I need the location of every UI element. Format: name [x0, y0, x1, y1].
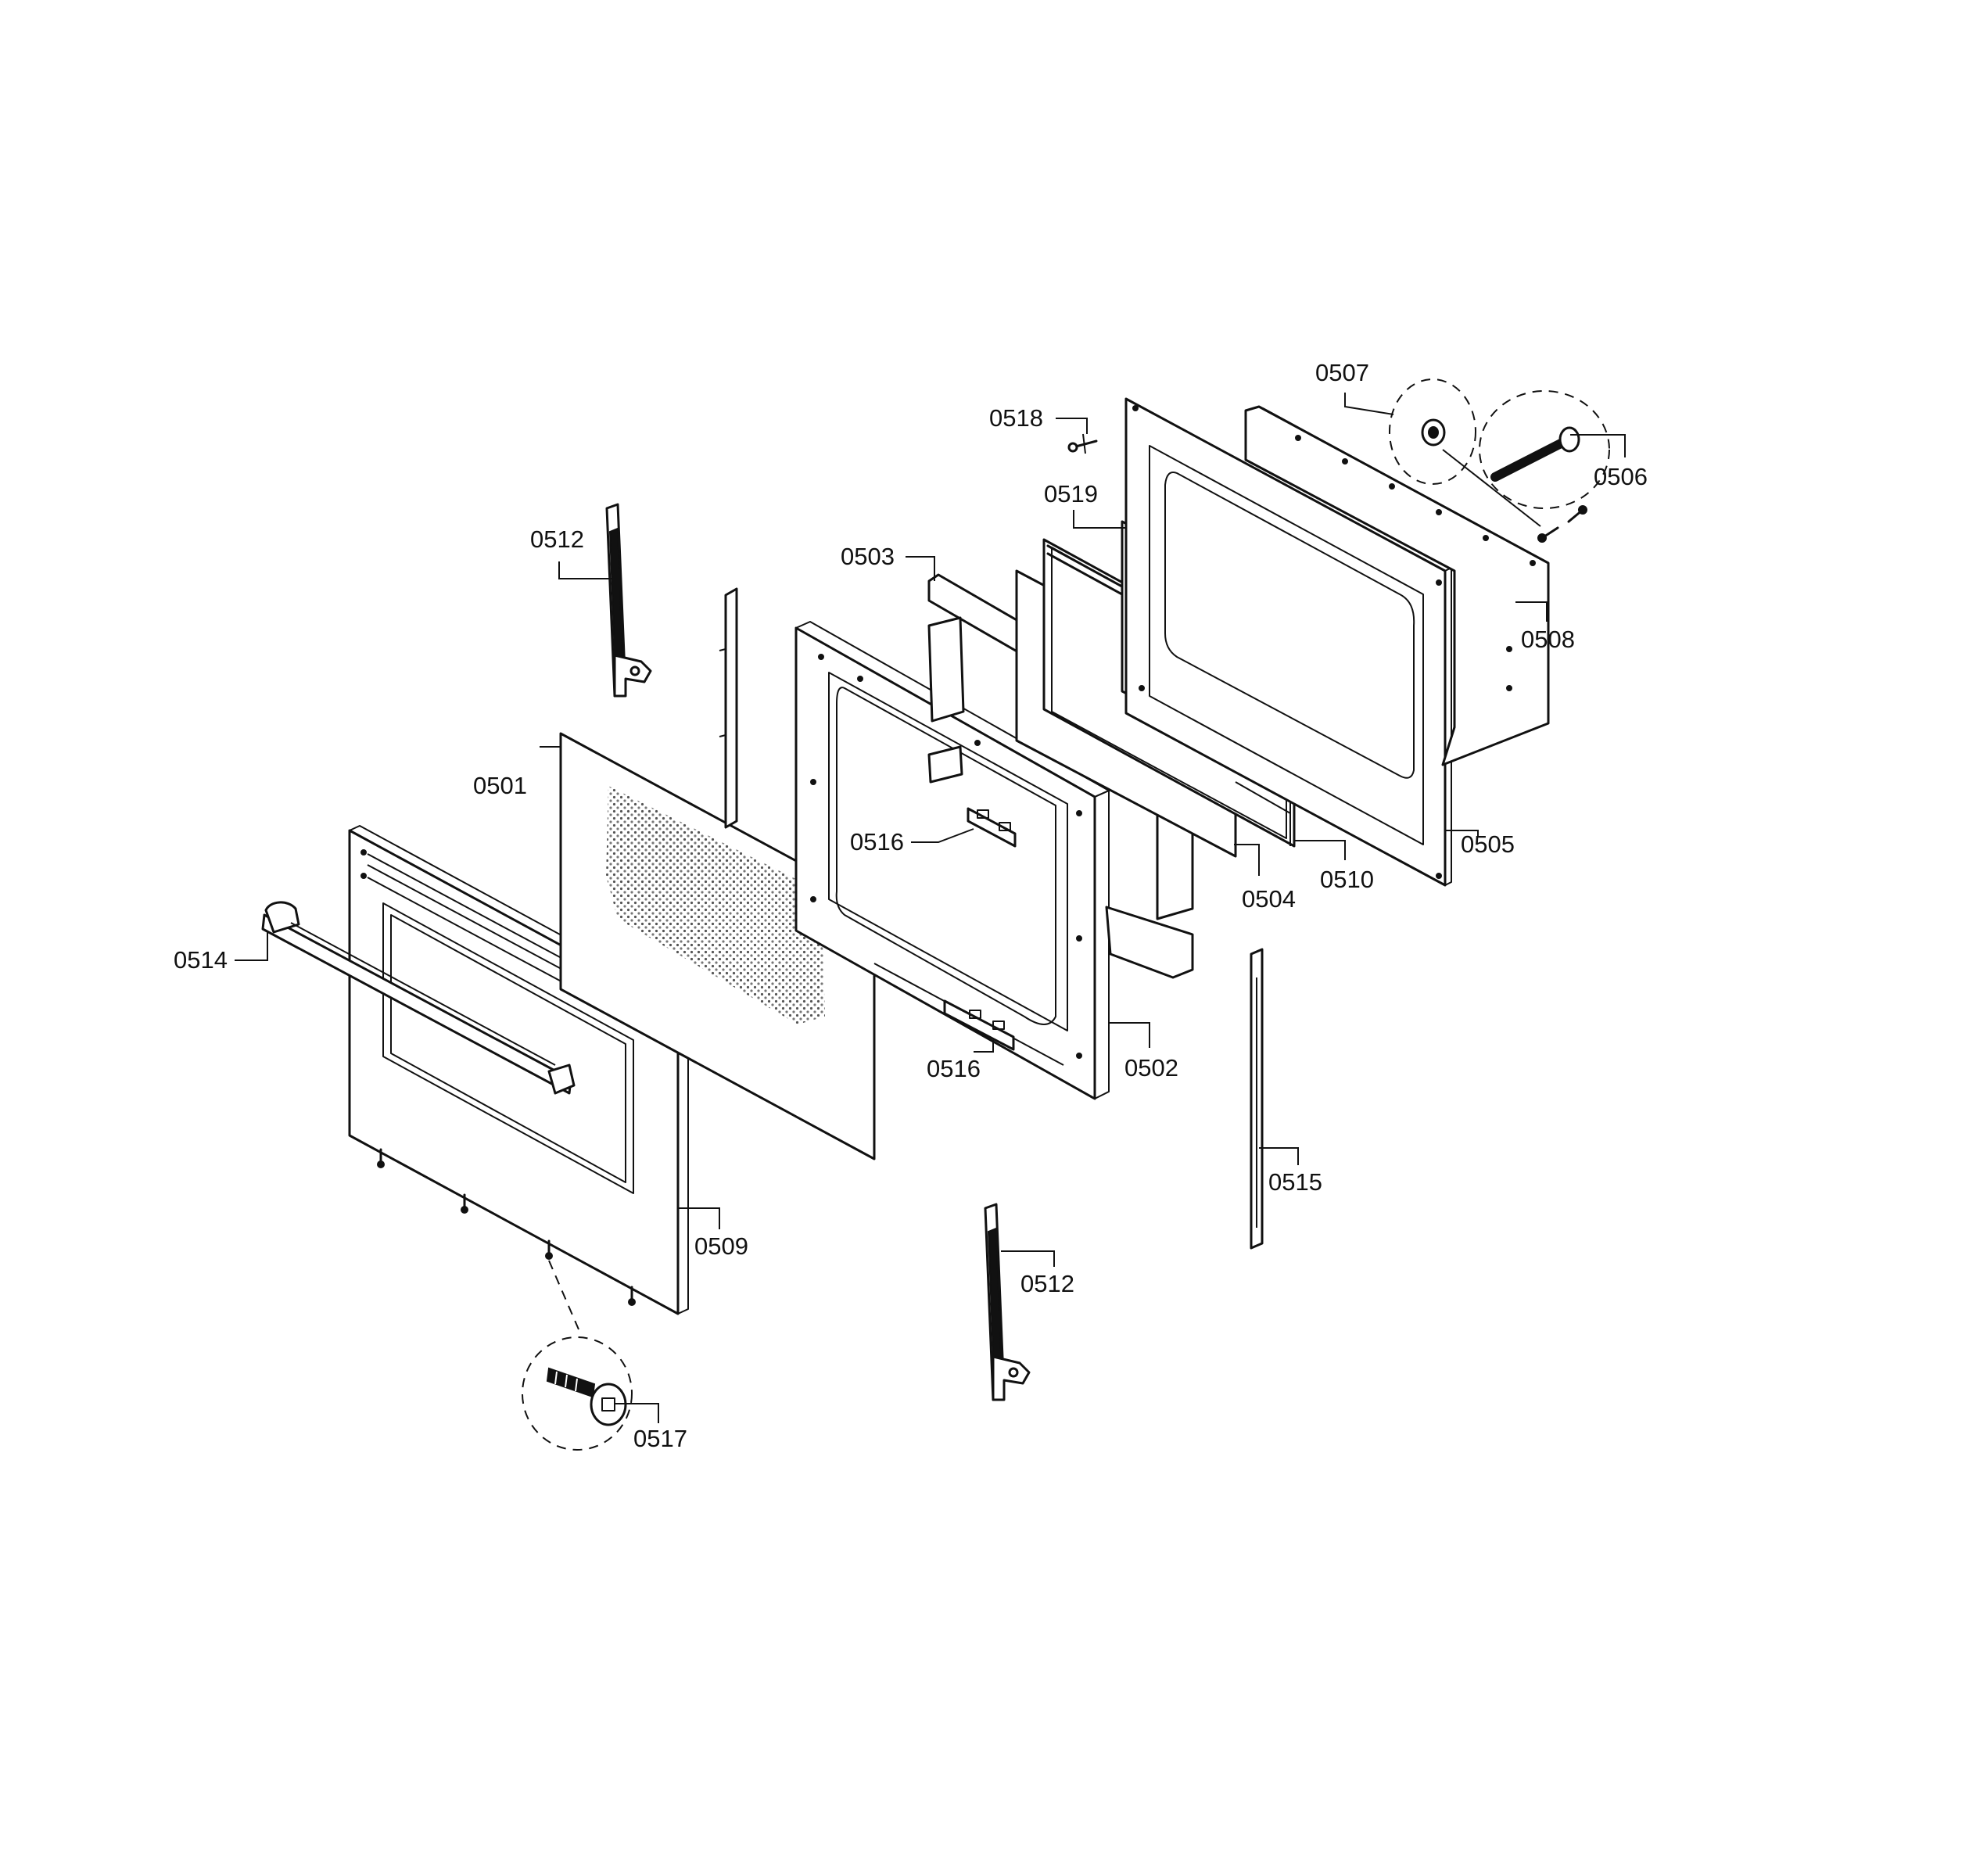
label-0501: 0501	[473, 772, 527, 799]
label-0503: 0503	[841, 543, 895, 570]
label-0508: 0508	[1521, 626, 1575, 653]
hinge-clip-0516-lower	[943, 999, 1015, 1051]
bottom-screw	[377, 1148, 385, 1168]
screw-detail-0517	[522, 1260, 633, 1451]
inner-door-liner-0505	[1124, 397, 1452, 887]
bottom-screw	[628, 1286, 636, 1306]
label-0519: 0519	[1044, 480, 1098, 508]
label-0507: 0507	[1315, 359, 1369, 386]
label-0502: 0502	[1124, 1054, 1178, 1081]
door-hinge-0512-top	[605, 503, 652, 698]
washer-detail-0507	[1389, 378, 1541, 527]
label-0512-top: 0512	[530, 525, 584, 553]
label-0512-bottom: 0512	[1020, 1270, 1074, 1297]
label-0516-upper: 0516	[850, 828, 904, 855]
label-0517: 0517	[633, 1425, 687, 1452]
outer-glass-0501	[559, 732, 876, 1160]
label-0505: 0505	[1461, 830, 1515, 858]
bottom-screw	[461, 1193, 468, 1214]
label-0516-lower: 0516	[927, 1055, 981, 1082]
side-strip-0515	[1250, 948, 1264, 1250]
side-trim-strip	[719, 587, 738, 829]
bolt-detail-0506	[1479, 390, 1610, 509]
back-panel-0508	[1244, 405, 1550, 766]
bottom-screw	[545, 1239, 553, 1260]
back-panel-screws	[1537, 505, 1587, 543]
part-labels: 0501 0502 0503 0504 0505 0506 0507 0508 …	[174, 359, 1648, 1452]
label-0515: 0515	[1268, 1168, 1322, 1196]
leader-lines	[235, 393, 1626, 1423]
door-hinge-0512-bottom	[984, 1203, 1031, 1401]
label-0504: 0504	[1242, 885, 1296, 913]
label-0509: 0509	[694, 1232, 748, 1260]
label-0506: 0506	[1594, 463, 1648, 490]
door-handle-0514	[261, 901, 576, 1095]
label-0518: 0518	[989, 404, 1043, 432]
label-0514: 0514	[174, 946, 228, 974]
small-fastener-0518	[1067, 433, 1098, 454]
hinge-clip-0516-upper	[967, 807, 1017, 848]
label-0510: 0510	[1320, 866, 1374, 893]
